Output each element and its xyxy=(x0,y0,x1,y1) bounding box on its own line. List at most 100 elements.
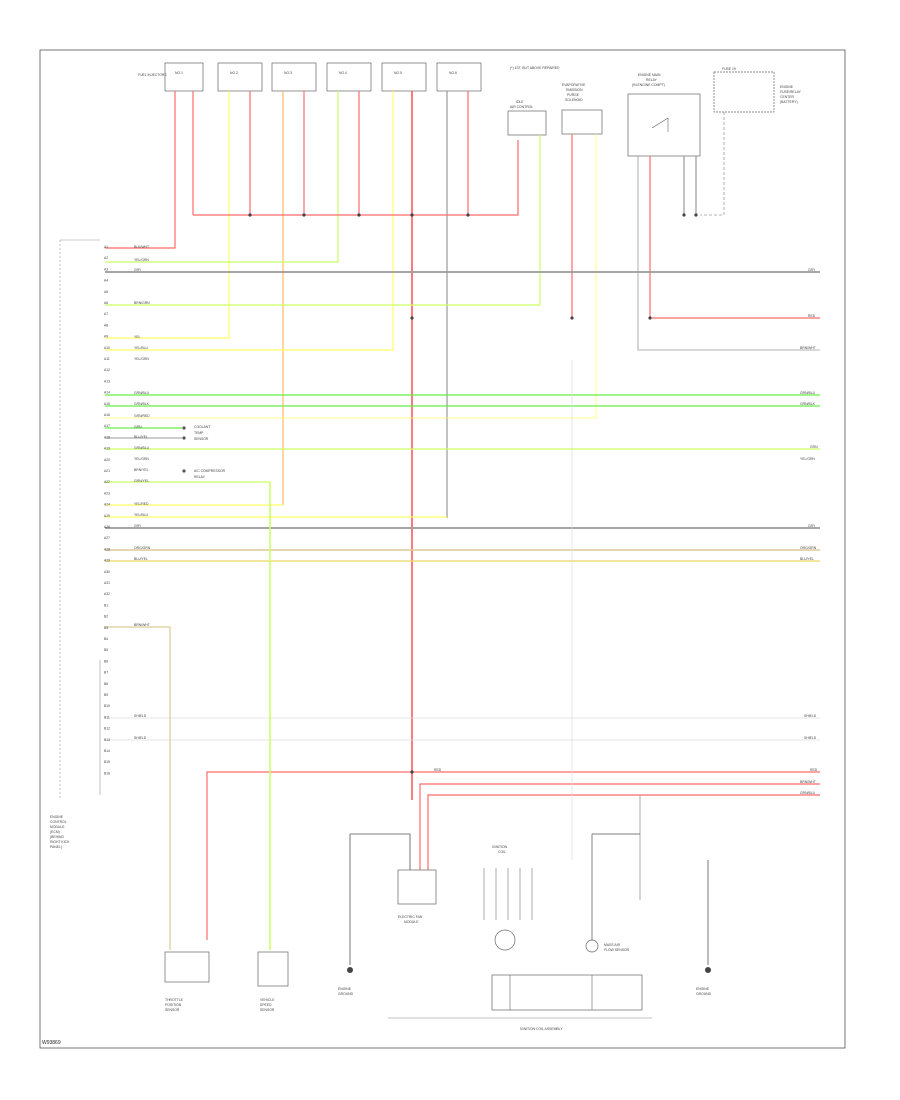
diagram-frame xyxy=(39,49,846,1049)
label-ecm5: (BEHIND xyxy=(50,835,64,839)
row-label-r23: SHIELD xyxy=(134,714,147,718)
label-comp-a1: IDLE xyxy=(516,100,524,104)
splice-notes: COOLANT TEMP SENSOR A/C COMPRESSOR RELAY xyxy=(182,425,226,479)
ecm-pin-label: B6 xyxy=(104,659,108,663)
label-top-note: (*) 1ST, BUT ABOVE REPAIRED xyxy=(510,66,560,70)
label-ecm2: CONTROL xyxy=(50,820,67,824)
ecm-pin-label: B15 xyxy=(104,760,110,764)
throttle-position-sensor: THROTTLE POSITION SENSOR xyxy=(164,951,210,1012)
label-comp-d1: FUSE 19 xyxy=(722,67,736,71)
right-label-r21: BLU/YEL xyxy=(800,557,814,561)
row-label-r16: GRN/YEL xyxy=(134,479,149,483)
ecm-pin-label: A6 xyxy=(104,301,108,305)
ecm-pin-label: A25 xyxy=(104,514,110,518)
injector-3 xyxy=(271,62,317,92)
row-label-r4: BRN/GRN xyxy=(134,301,150,305)
ecm-pin-label: A4 xyxy=(104,279,108,283)
row-label-r6: YEL/BLU xyxy=(134,346,148,350)
ecm-pin-label: A5 xyxy=(104,290,108,294)
ecm-bus-wires xyxy=(105,271,820,950)
ecm-pin-label: A22 xyxy=(104,480,110,484)
label-note5: RELAY xyxy=(194,475,206,479)
ecm-pin-label: A9 xyxy=(104,335,108,339)
label-comp-c3: (IN ENGINE COMPT) xyxy=(632,83,665,87)
right-label-r19: GRY xyxy=(808,524,816,528)
ignition-coil-assembly: IGNITION COIL ASSEMBLY xyxy=(388,974,652,1031)
mass-air-flow-sensor: MASS AIR FLOW SENSOR xyxy=(585,833,640,953)
label-fuel-injectors: FUEL INJECTORS xyxy=(138,73,167,77)
label-bot5b: COIL xyxy=(498,850,506,854)
electric-fan-module: ELECTRIC FAN MODULE xyxy=(397,869,437,924)
ecm-pin-label: B11 xyxy=(104,715,110,719)
row-label-r10: GRN/RED xyxy=(134,414,150,418)
ecm-pin-label: A13 xyxy=(104,379,110,383)
row-label-r11: GRN xyxy=(134,425,142,429)
row-label-r2: YEL/GRN xyxy=(134,258,149,262)
label-inj1: NO.1 xyxy=(175,71,183,75)
label-comp-b3: PURGE xyxy=(567,93,580,97)
row-label-r1: BLK/WHT xyxy=(134,245,149,249)
ecm-pin-label: B1 xyxy=(104,603,108,607)
top-vertical-wires xyxy=(105,91,820,800)
ecm-pin-label: B10 xyxy=(104,704,110,708)
ecm-pin-label: A21 xyxy=(104,469,110,473)
ecm-pin-label: B14 xyxy=(104,749,110,753)
ecm-pin-label: B2 xyxy=(104,615,108,619)
label-note3: SENSOR xyxy=(194,437,209,441)
right-label-r26: BRN/WHT xyxy=(800,780,816,784)
ecm-pin-label: A1 xyxy=(104,245,108,249)
ecm-labels: ENGINE CONTROL MODULE (ECM) (BEHIND RIGH… xyxy=(50,815,70,849)
label-bot4b: MODULE xyxy=(404,920,419,924)
label-comp-b1: EVAPORATIVE xyxy=(562,83,586,87)
ecm-pin-label: A14 xyxy=(104,391,110,395)
fuel-injectors-group: FUEL INJECTORS NO.1 NO.2 NO.3 NO.4 NO.5 … xyxy=(138,62,482,92)
label-comp-d3: FUSE/RELAY xyxy=(780,90,802,94)
ecm-pin-label: B8 xyxy=(104,682,108,686)
row-label-r8: GRN/BLU xyxy=(134,391,150,395)
vehicle-speed-sensor: VEHICLE SPEED SENSOR xyxy=(257,951,289,1012)
ecm-pin-label: A3 xyxy=(104,267,108,271)
label-ecm6: RIGHT KICK xyxy=(50,840,70,844)
evap-purge-solenoid: EVAPORATIVE EMISSION PURGE SOLENOID xyxy=(561,83,603,135)
label-bottom-assembly: IGNITION COIL ASSEMBLY xyxy=(520,1027,563,1031)
right-label-r24: SHIELD xyxy=(804,736,817,740)
row-label-r15: BRN/YEL xyxy=(134,468,149,472)
label-inj5: NO.5 xyxy=(394,71,402,75)
ecm-pin-label: A10 xyxy=(104,346,110,350)
row-label-r13: GRN/BLU xyxy=(134,446,150,450)
label-bot7b: GROUND xyxy=(696,992,712,996)
row-labels-right: GRY RED BRN/WHT GRN/BLU GRN/BLK GRN YEL/… xyxy=(800,268,818,795)
injector-4 xyxy=(326,62,372,92)
ecm-pin-label: A19 xyxy=(104,447,110,451)
ecm-pin-label: A16 xyxy=(104,413,110,417)
label-ecm7: PANEL) xyxy=(50,845,62,849)
label-bot7a: ENGINE xyxy=(696,987,710,991)
label-bot1c: SENSOR xyxy=(165,1008,180,1012)
row-label-r18: YEL/BLU xyxy=(134,513,148,517)
idle-air-control: IDLE AIR CONTROL xyxy=(507,100,547,136)
ecm-pin-label: A18 xyxy=(104,435,110,439)
row-label-r9: GRN/BLK xyxy=(134,402,150,406)
ignition-coil: IGNITION COIL xyxy=(483,845,533,951)
right-label-r11: GRN xyxy=(810,445,818,449)
engine-ground-left: ENGINE GROUND xyxy=(338,833,411,996)
injector-1 xyxy=(164,62,204,92)
right-label-r6: BRN/WHT xyxy=(800,346,816,350)
engine-main-relay: ENGINE MAIN RELAY (IN ENGINE COMPT) xyxy=(627,73,701,157)
engine-ground-right: ENGINE GROUND xyxy=(696,860,712,996)
ecm-pin-label: B16 xyxy=(104,771,110,775)
right-label-r27: GRN/BLU xyxy=(800,791,816,795)
injector-5 xyxy=(381,62,427,92)
ecm-pin-label: A32 xyxy=(104,592,110,596)
fuse-relay-center: FUSE 19 ENGINE FUSE/RELAY CENTER (BATTER… xyxy=(713,67,802,113)
ecm-pin-label: B5 xyxy=(104,648,108,652)
ecm-pin-label: B3 xyxy=(104,626,108,630)
right-label-r5: RED xyxy=(808,314,816,318)
row-label-r25: RED xyxy=(434,768,442,772)
label-ecm3: MODULE xyxy=(50,825,65,829)
row-label-r17: YEL/RED xyxy=(134,502,149,506)
label-comp-d4: CENTER xyxy=(780,95,794,99)
row-label-r12: BLU/YEL xyxy=(134,435,148,439)
row-label-r3: GRY xyxy=(134,268,142,272)
